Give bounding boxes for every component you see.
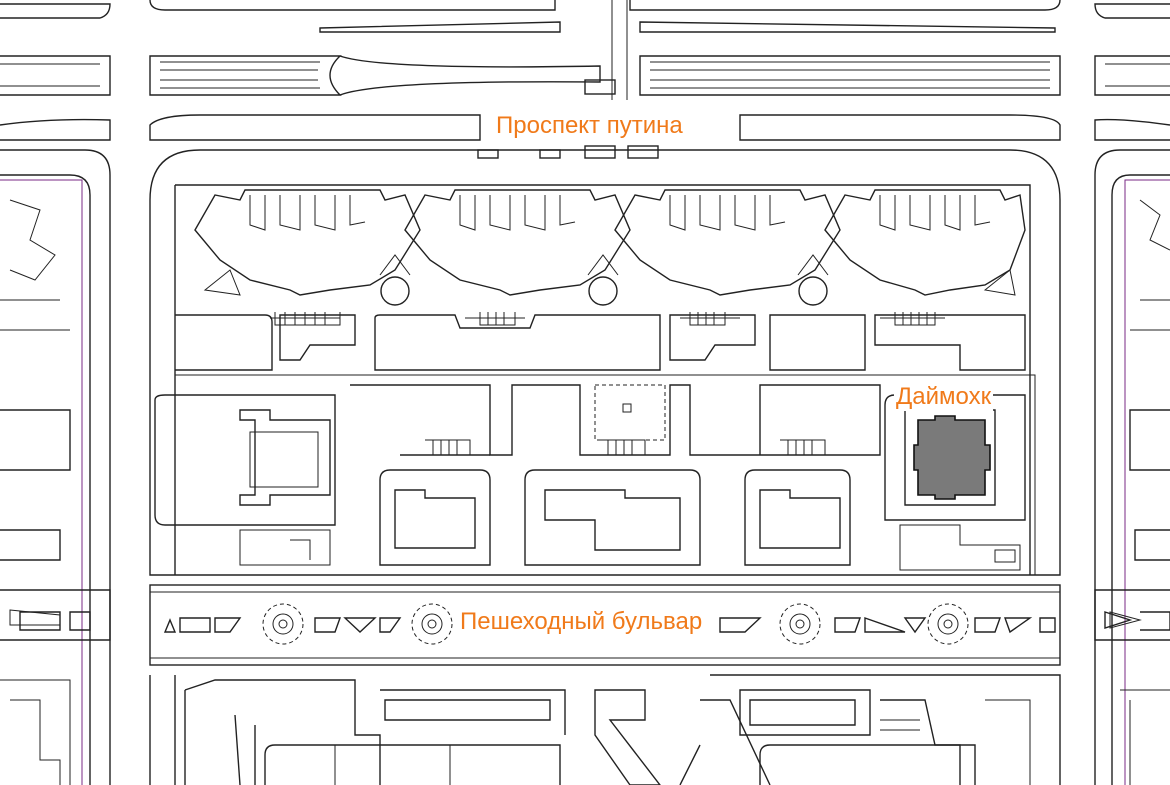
fountain-1 <box>262 603 304 645</box>
pedestrian-boulevard <box>19 584 1170 666</box>
southern-blocks <box>149 674 1061 785</box>
west-district-edge <box>0 149 111 785</box>
east-district-edge <box>1094 149 1170 785</box>
west-square-building <box>154 394 336 566</box>
fountain-3 <box>779 603 821 645</box>
avenue-label: Проспект путина <box>494 112 685 140</box>
east-building-area <box>884 394 1026 571</box>
fountain-2 <box>411 603 453 645</box>
boulevard-label: Пешеходный бульвар <box>458 608 705 636</box>
central-block <box>149 149 1061 576</box>
middle-row-blocks <box>350 384 881 456</box>
fountain-4 <box>927 603 969 645</box>
lower-courtyard-buildings <box>379 469 851 566</box>
top-road-lanes <box>0 0 1170 159</box>
daymokhk-building <box>913 415 991 500</box>
courtyard-row <box>175 312 1026 371</box>
building-label: Даймохк <box>894 383 994 411</box>
residential-wings <box>194 189 1026 306</box>
